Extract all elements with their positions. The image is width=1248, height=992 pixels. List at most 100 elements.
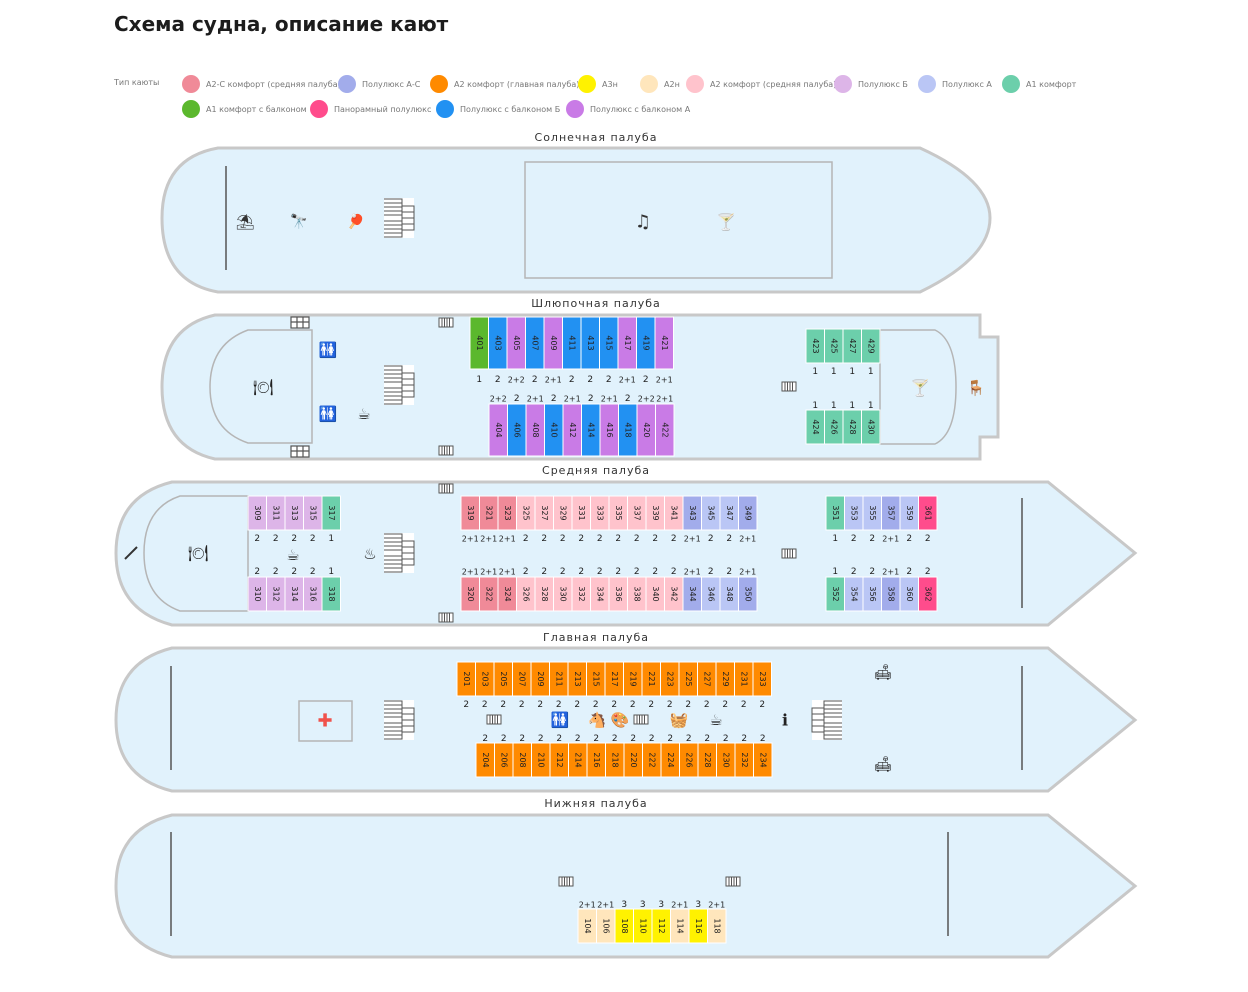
stairs [383,699,415,741]
cabin-box[interactable] [738,576,758,612]
cabin-number: 418 [623,422,632,437]
toilet-icon: 🚻 [319,405,338,423]
cabin-box[interactable] [738,495,758,531]
cabin-box[interactable] [918,495,938,531]
cabin-box[interactable] [321,576,341,612]
cabin-box[interactable] [918,576,938,612]
cabin-box[interactable] [861,409,881,445]
passage-grate [725,876,741,887]
cabin-number: 225 [684,671,693,686]
cabin-box[interactable] [654,316,674,370]
cabin-number: 407 [530,335,539,350]
cabin-box[interactable] [753,742,773,778]
cabin-number: 338 [632,586,641,601]
cabin-box[interactable] [752,661,772,697]
legend-item-label: Полулюкс А-С [362,79,421,89]
cabin-box[interactable] [861,328,881,364]
cabin-box[interactable] [321,495,341,531]
passage-grate [781,548,797,559]
cabin-capacity: 2+1 [462,535,479,544]
cabin-number: 422 [660,422,669,437]
cabin-box[interactable] [707,908,727,944]
cabin-capacity: 1 [328,567,334,577]
cabin-capacity: 2 [667,700,673,710]
cabin-box[interactable] [655,403,675,457]
